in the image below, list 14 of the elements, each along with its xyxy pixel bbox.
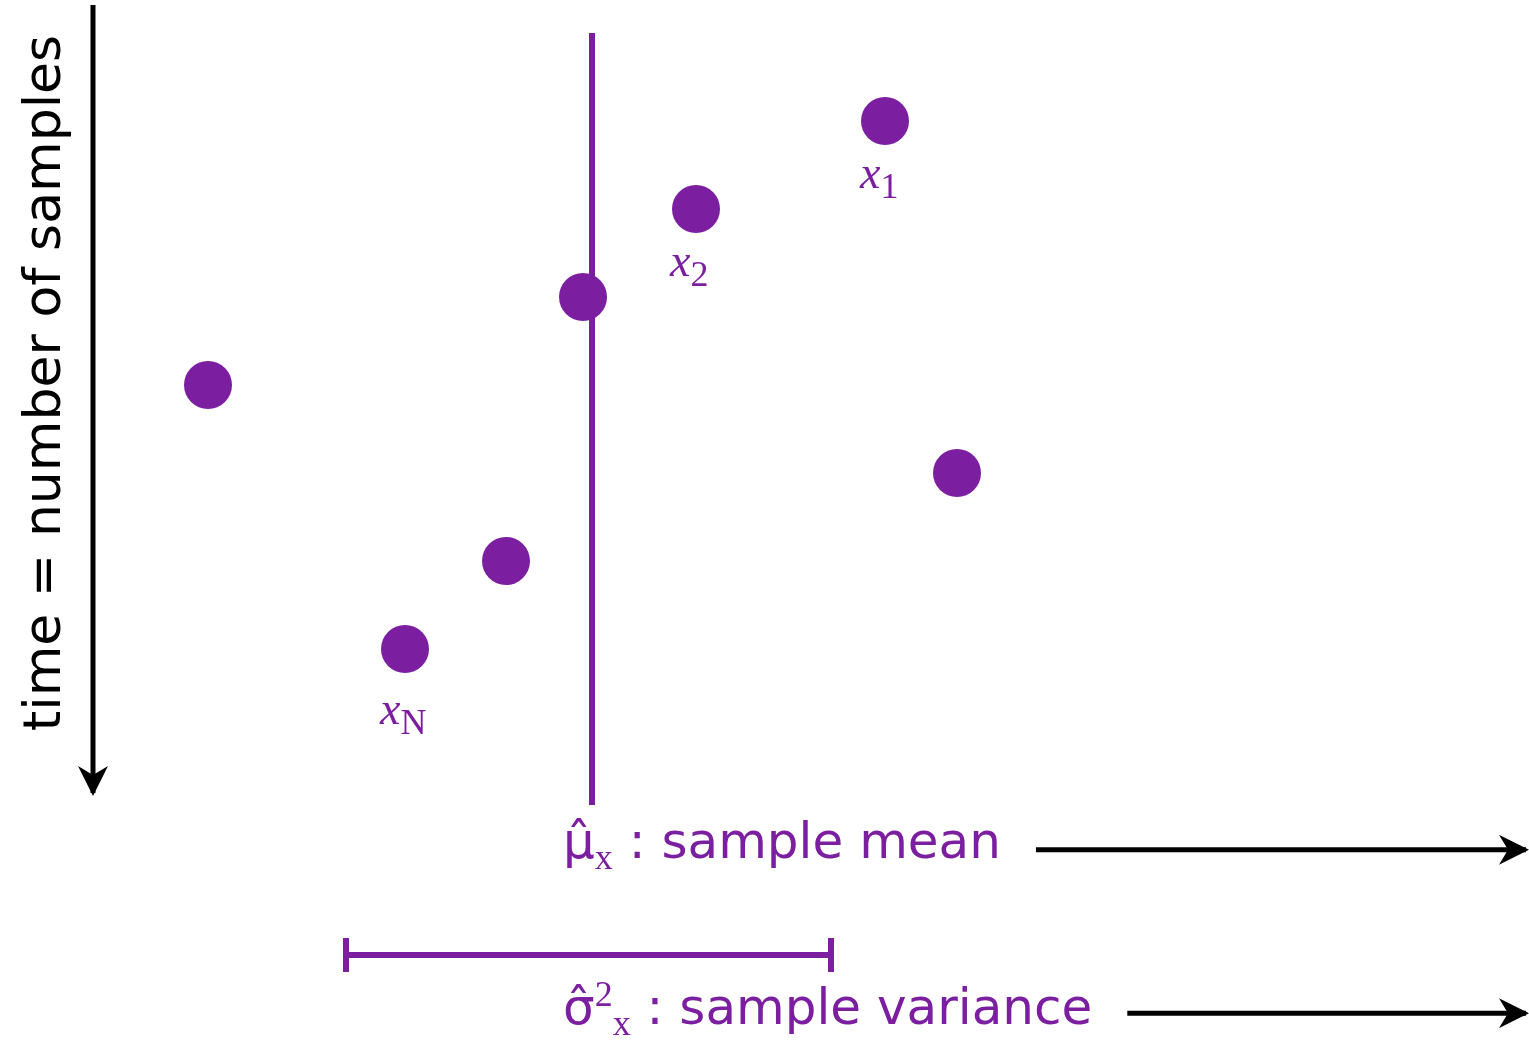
legend-text: μ̂$_{x}$ : sample mean — [563, 814, 1001, 878]
data-point — [933, 449, 981, 497]
point-label: x$_{1}$ — [860, 150, 899, 205]
point-label: x$_{2}$ — [670, 238, 709, 293]
data-point — [861, 97, 909, 145]
arrow — [1127, 998, 1529, 1029]
data-point — [482, 537, 530, 585]
data-point — [672, 185, 720, 233]
legend-text: σ̂$^{2}$$_{x}$ : sample variance — [563, 975, 1093, 1044]
axis-label: time = number of samples — [16, 34, 69, 732]
data-point — [381, 625, 429, 673]
point-label: x$_{N}$ — [380, 686, 427, 741]
data-point — [184, 361, 232, 409]
arrow — [1035, 834, 1529, 865]
